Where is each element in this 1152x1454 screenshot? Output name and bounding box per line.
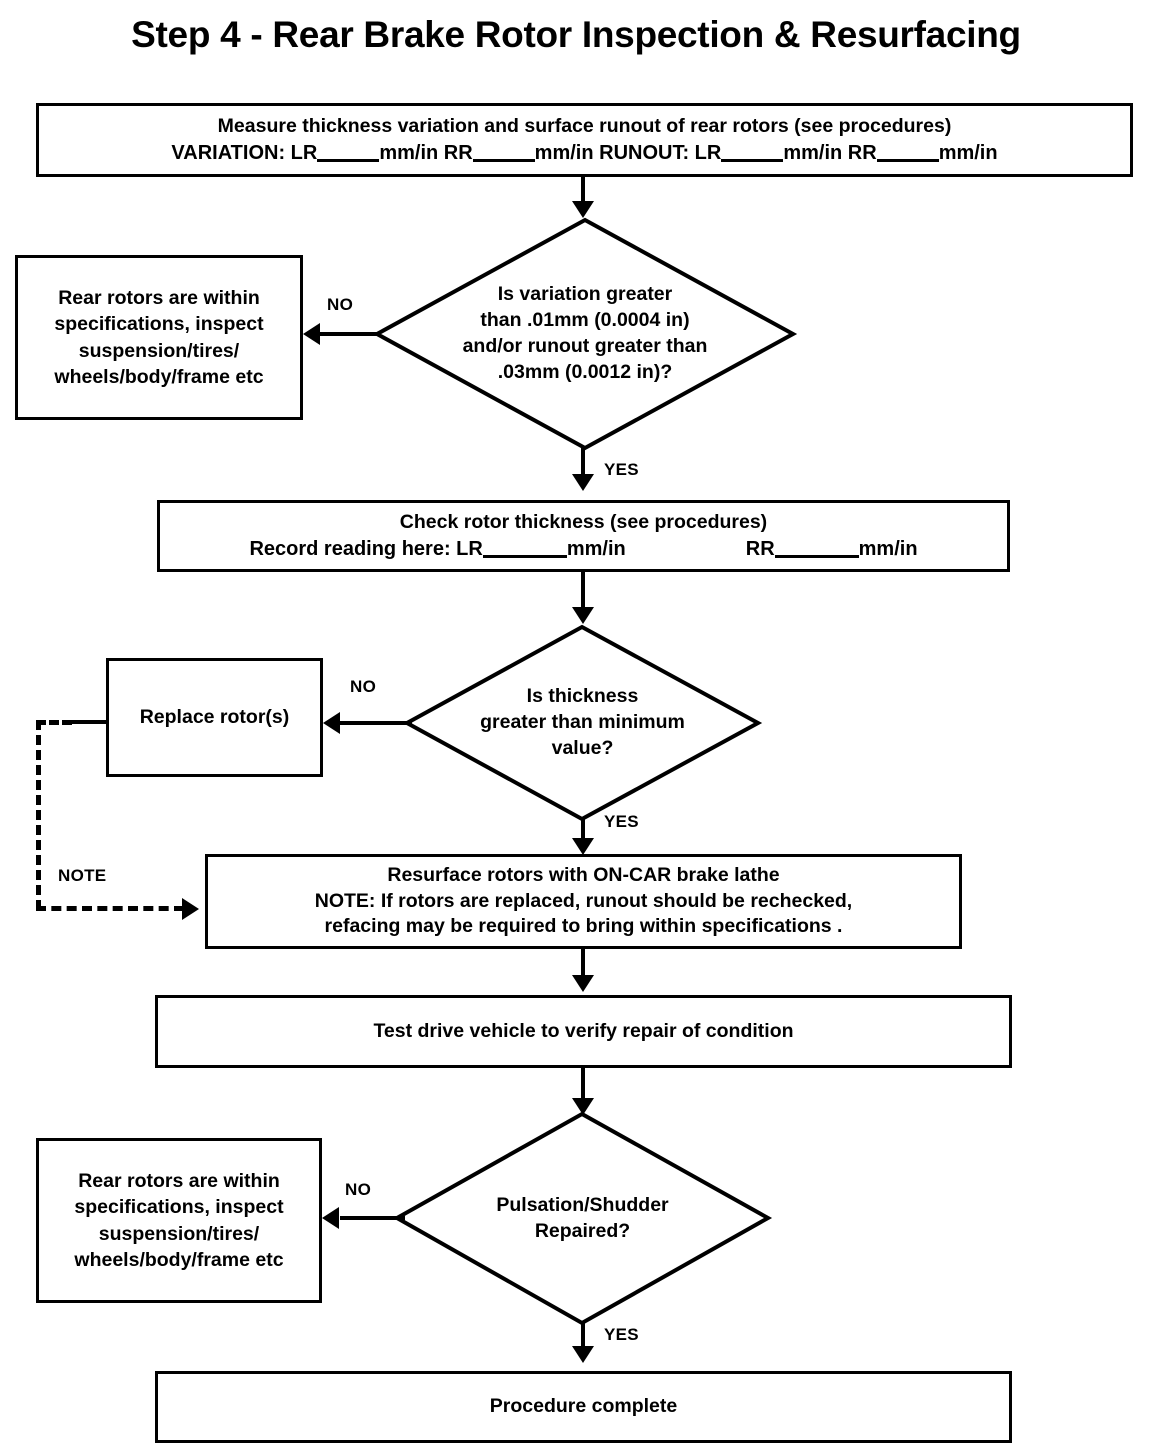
- measure-rr-variation-blank[interactable]: [472, 158, 535, 162]
- within-spec-top-line-1: Rear rotors are within: [58, 287, 260, 310]
- arrowhead-decision1-yes: [572, 474, 594, 491]
- within-spec-bottom-line-4: wheels/body/frame etc: [74, 1248, 284, 1271]
- within-spec-top-line-4: wheels/body/frame etc: [54, 365, 264, 388]
- edge-label-no-3: NO: [345, 1180, 372, 1199]
- edge-label-no-1: NO: [327, 295, 354, 314]
- diamond-shape-pulsation: [392, 1111, 773, 1326]
- arrowhead-check-to-decision2: [572, 607, 594, 624]
- connector-replace-left-stub: [68, 720, 108, 724]
- node-within-spec-top: Rear rotors are within specifications, i…: [15, 255, 303, 420]
- measure-unit-4: mm/in: [938, 141, 998, 164]
- node-decision-variation: Is variation greater than .01mm (0.0004 …: [372, 217, 798, 451]
- edge-label-note: NOTE: [58, 866, 107, 885]
- measure-line-2: VARIATION: LR mm/in RR mm/in RUNOUT: LR mm/…: [171, 140, 997, 166]
- check-thickness-unit-1: mm/in: [566, 537, 626, 560]
- check-thickness-unit-2: mm/in: [858, 537, 918, 560]
- edge-label-yes-2: YES: [604, 812, 639, 831]
- connector-decision2-yes: [581, 819, 585, 843]
- node-replace-rotors: Replace rotor(s): [106, 658, 323, 777]
- procedure-complete-line-1: Procedure complete: [489, 1395, 678, 1418]
- node-check-thickness: Check rotor thickness (see procedures) R…: [157, 500, 1010, 572]
- resurface-line-1: Resurface rotors with ON-CAR brake lathe: [387, 864, 780, 887]
- within-spec-bottom-line-3: suspension/tires/: [98, 1222, 260, 1245]
- arrowhead-decision3-yes: [572, 1346, 594, 1363]
- arrowhead-testdrive-to-decision3: [572, 1098, 594, 1115]
- measure-unit-1: mm/in RR: [379, 141, 473, 164]
- measure-rr-runout-blank[interactable]: [876, 158, 939, 162]
- page-title: Step 4 - Rear Brake Rotor Inspection & R…: [131, 14, 1021, 55]
- connector-measure-to-decision1: [581, 177, 585, 205]
- test-drive-line-1: Test drive vehicle to verify repair of c…: [373, 1019, 794, 1042]
- replace-rotors-line-1: Replace rotor(s): [139, 705, 290, 728]
- arrowhead-measure-to-decision1: [572, 201, 594, 218]
- check-thickness-lr-blank[interactable]: [482, 554, 567, 558]
- within-spec-top-line-3: suspension/tires/: [78, 339, 240, 362]
- connector-decision1-no: [320, 332, 380, 336]
- edge-label-yes-1: YES: [604, 460, 639, 479]
- check-thickness-record-label: Record reading here: LR: [249, 537, 483, 560]
- measure-lr-runout-blank[interactable]: [721, 158, 784, 162]
- dashed-note-top-segment: [36, 720, 72, 725]
- check-thickness-rr-blank[interactable]: [774, 554, 859, 558]
- arrowhead-resurface-to-testdrive: [572, 975, 594, 992]
- measure-line-1: Measure thickness variation and surface …: [217, 115, 952, 138]
- arrowhead-decision2-no: [323, 712, 340, 734]
- connector-decision3-yes: [581, 1323, 585, 1351]
- arrowhead-decision2-yes: [572, 838, 594, 855]
- node-test-drive: Test drive vehicle to verify repair of c…: [155, 995, 1012, 1068]
- connector-testdrive-to-decision3: [581, 1068, 585, 1102]
- measure-lr-variation-blank[interactable]: [317, 158, 380, 162]
- within-spec-bottom-line-1: Rear rotors are within: [78, 1170, 280, 1193]
- diamond-shape-thickness: [402, 624, 763, 822]
- measure-unit-2: mm/in RUNOUT: LR: [534, 141, 722, 164]
- connector-decision3-no: [340, 1216, 405, 1220]
- node-measure-box: Measure thickness variation and surface …: [36, 103, 1133, 177]
- diamond-shape-variation: [372, 217, 798, 451]
- connector-decision1-yes: [581, 448, 585, 478]
- check-thickness-line-2: Record reading here: LR mm/in RR mm/in: [249, 536, 917, 562]
- dashed-note-horizontal: [36, 906, 184, 911]
- arrowhead-note-to-resurface: [182, 898, 199, 920]
- resurface-line-3: refacing may be required to bring within…: [324, 915, 843, 938]
- connector-decision2-no: [340, 721, 412, 725]
- edge-label-yes-3: YES: [604, 1325, 639, 1344]
- node-decision-pulsation: Pulsation/Shudder Repaired?: [392, 1111, 773, 1326]
- connector-resurface-to-testdrive: [581, 949, 585, 979]
- edge-label-no-2: NO: [350, 677, 377, 696]
- arrowhead-decision1-no: [303, 323, 320, 345]
- arrowhead-decision3-no: [322, 1207, 339, 1229]
- node-decision-thickness: Is thickness greater than minimum value?: [402, 624, 763, 822]
- node-procedure-complete: Procedure complete: [155, 1371, 1012, 1443]
- connector-check-to-decision2: [581, 572, 585, 612]
- check-thickness-rr-label: RR: [745, 537, 775, 560]
- node-resurface: Resurface rotors with ON-CAR brake lathe…: [205, 854, 962, 949]
- check-thickness-line-1: Check rotor thickness (see procedures): [399, 511, 768, 534]
- within-spec-bottom-line-2: specifications, inspect: [74, 1196, 284, 1219]
- measure-variation-label: VARIATION: LR: [171, 141, 318, 164]
- within-spec-top-line-2: specifications, inspect: [54, 313, 264, 336]
- resurface-line-2: NOTE: If rotors are replaced, runout sho…: [314, 889, 853, 912]
- node-within-spec-bottom: Rear rotors are within specifications, i…: [36, 1138, 322, 1303]
- dashed-note-vertical: [36, 720, 41, 910]
- measure-unit-3: mm/in RR: [783, 141, 877, 164]
